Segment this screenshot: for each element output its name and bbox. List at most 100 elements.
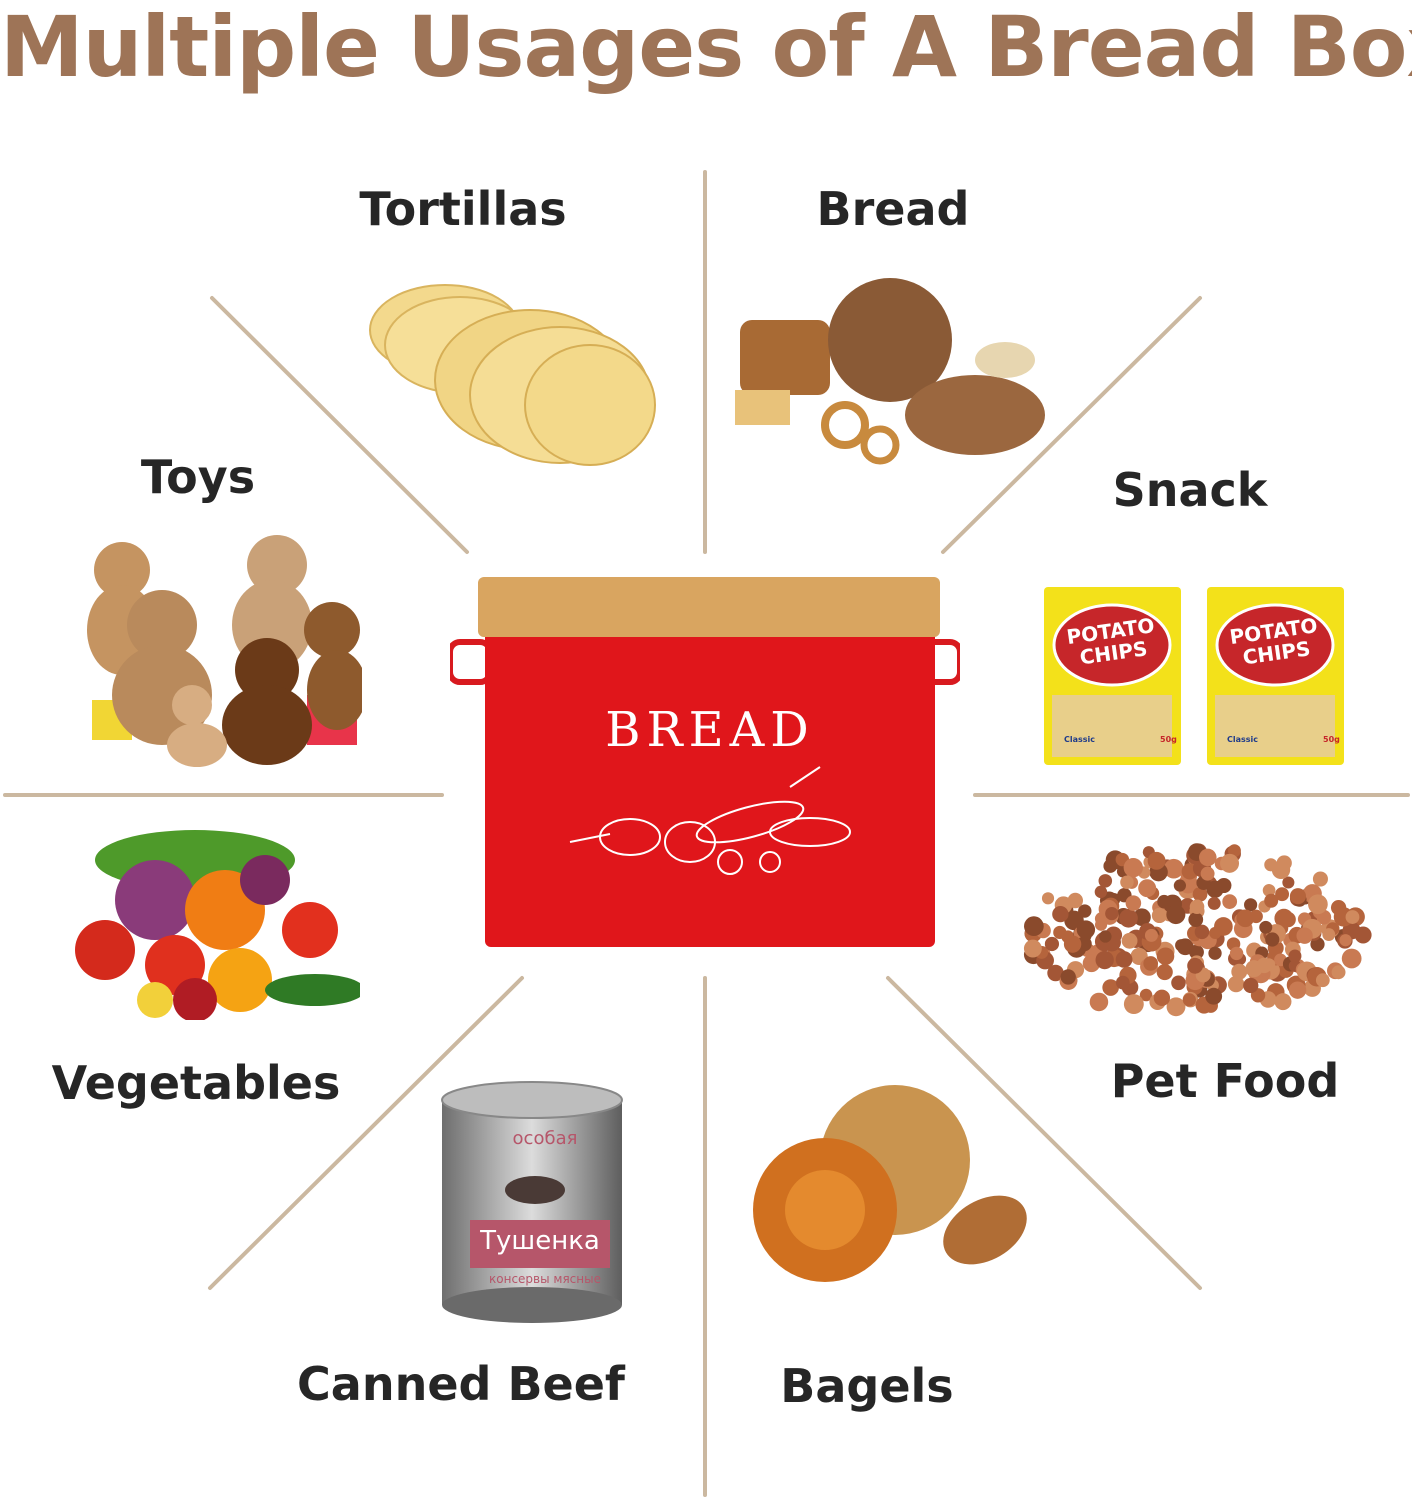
can-top-text: особая [512, 1128, 578, 1149]
kibble [1125, 895, 1142, 911]
kibble [1099, 930, 1112, 943]
kibble [1296, 927, 1313, 944]
kibble [1312, 871, 1328, 887]
kibble [1121, 932, 1138, 949]
kibble [1047, 964, 1064, 982]
kibble [1231, 963, 1248, 980]
kibble [1044, 936, 1060, 952]
kibble [1153, 989, 1171, 1006]
canned-beef-image: особая Тушенка консервы мясные [440, 1080, 625, 1325]
kibble [1123, 994, 1144, 1015]
page-title: Multiple Usages of A Bread Box [0, 0, 1412, 96]
kibble [1171, 975, 1186, 991]
kibble [1156, 947, 1175, 965]
divider-bottom-right [886, 976, 1202, 1290]
kibble [1262, 884, 1276, 897]
kibble [1147, 851, 1166, 870]
label-vegetables: Vegetables [51, 1056, 341, 1110]
can-bottom-text: консервы мясные [489, 1272, 601, 1286]
kibble [1105, 906, 1119, 921]
divider-top-right [941, 296, 1202, 554]
kibble [1187, 957, 1204, 974]
kibble [1288, 949, 1302, 963]
kibble [1095, 950, 1114, 970]
kibble [1115, 975, 1130, 990]
kibble [1188, 912, 1204, 928]
kibble [1138, 879, 1157, 898]
kibble [1315, 973, 1330, 988]
kibble [1067, 892, 1084, 909]
kibble [1339, 934, 1352, 947]
kibble [1144, 928, 1158, 942]
chips-weight: 50g [1323, 735, 1340, 744]
kibble [1288, 981, 1307, 999]
label-snack: Snack [1112, 463, 1268, 517]
chips-flavor: Classic [1227, 735, 1259, 744]
kibble [1133, 908, 1151, 927]
kibble [1076, 920, 1096, 939]
kibble [1345, 910, 1360, 924]
vegetables-image [75, 830, 360, 1020]
kibble [1166, 997, 1186, 1017]
kibble [1214, 917, 1233, 936]
kibble [1115, 951, 1133, 968]
kibble [1322, 928, 1336, 941]
kibble [1052, 905, 1069, 923]
kibble [1173, 879, 1187, 892]
kibble [1206, 880, 1224, 898]
bread-box-label: BREAD [605, 702, 815, 758]
kibble [1023, 939, 1042, 958]
kibble [1289, 888, 1307, 905]
kibble [1189, 899, 1205, 914]
chips-bag-2 [1207, 587, 1344, 765]
label-bread: Bread [816, 182, 970, 236]
kibble [1205, 987, 1223, 1005]
kibble [1166, 905, 1186, 925]
can-name: Тушенка [480, 1226, 600, 1256]
kibble [1189, 944, 1204, 960]
kibble [1200, 866, 1215, 881]
chips-bag-1 [1044, 587, 1181, 765]
kibble [1151, 907, 1168, 924]
kibble [1236, 909, 1255, 928]
chips-flavor: Classic [1064, 735, 1096, 744]
label-bagels: Bagels [780, 1359, 954, 1413]
kibble [1060, 969, 1076, 985]
kibble [1207, 896, 1221, 910]
kibble [1259, 920, 1273, 934]
bread-image [735, 278, 1045, 465]
kibble [1102, 979, 1119, 996]
kibble [1182, 993, 1196, 1007]
tortillas-image [369, 284, 656, 466]
label-canned-beef: Canned Beef [297, 1357, 625, 1411]
kibble [1163, 858, 1184, 879]
label-toys: Toys [140, 450, 256, 504]
potato-chips-image: POTATO CHIPS POTATO CHIPS Classic 50g Cl… [1042, 585, 1352, 770]
kibble [1208, 946, 1222, 960]
kibble [1245, 960, 1263, 978]
kibble [1222, 894, 1238, 909]
kibble [1265, 932, 1280, 947]
chips-weight: 50g [1160, 735, 1177, 744]
kibble [1089, 992, 1109, 1012]
divider-top-left [210, 296, 469, 554]
kibble [1229, 946, 1244, 961]
pet-food-image [1023, 843, 1372, 1017]
kibble [1199, 848, 1217, 867]
kibble [1192, 886, 1208, 902]
kibble [1143, 956, 1159, 971]
kibble [1063, 935, 1082, 953]
kibble [1194, 924, 1210, 940]
kibble [1175, 939, 1188, 952]
kibble [1274, 993, 1292, 1011]
kibble [1354, 926, 1372, 944]
kibble [1227, 975, 1245, 993]
kibble [1308, 894, 1328, 915]
kibble [1227, 844, 1241, 858]
bread-box-image: BREAD [450, 572, 960, 952]
kibble [1156, 963, 1173, 981]
kibble [1282, 876, 1295, 889]
kibble [1024, 916, 1044, 937]
kibble [1094, 885, 1108, 899]
